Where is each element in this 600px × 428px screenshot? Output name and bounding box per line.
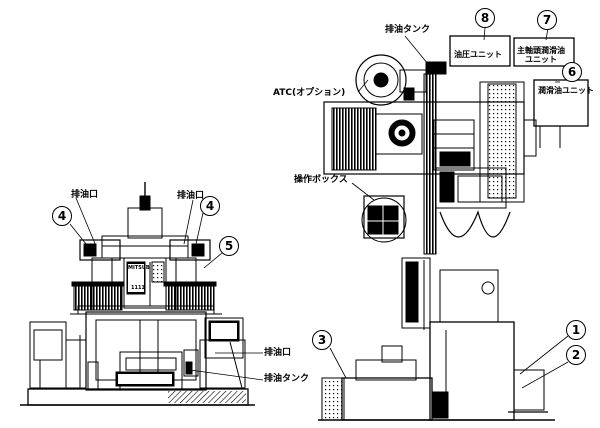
- callout-4-left: 4: [52, 206, 72, 226]
- operation-box-label: 操作ボックス: [294, 175, 348, 185]
- nameplate-model: 1111: [131, 285, 145, 291]
- callout-2: 2: [566, 345, 586, 365]
- atc-option-label: ATC(オプション): [273, 88, 346, 98]
- side-view-machine: [318, 35, 589, 421]
- nameplate-brand: MITSUB: [128, 265, 150, 271]
- callout-3: 3: [312, 330, 332, 350]
- drain-port-label-lower: 排油口: [264, 348, 292, 358]
- drain-port-label-left: 排油口: [71, 190, 99, 200]
- callout-6: 6: [562, 62, 582, 82]
- hydraulic-unit-label: 油圧ユニット: [454, 50, 502, 59]
- left-leader-lines: [69, 197, 264, 381]
- callout-4-right: 4: [200, 196, 220, 216]
- front-view-machine: [20, 182, 255, 406]
- callout-1: 1: [566, 320, 586, 340]
- callout-8: 8: [475, 8, 495, 28]
- lube-unit-label: 潤滑油ユニット: [538, 86, 594, 95]
- callout-5: 5: [219, 236, 239, 256]
- drain-port-label-right: 排油口: [177, 191, 205, 201]
- drain-tank-label-right: 排油タンク: [385, 25, 431, 35]
- callout-7: 7: [537, 10, 557, 30]
- drain-tank-label-left: 排油タンク: [264, 374, 310, 384]
- spindle-lube-unit-label: 主軸頭潤滑油 ユニット: [517, 46, 565, 64]
- right-leader-lines: [329, 27, 569, 389]
